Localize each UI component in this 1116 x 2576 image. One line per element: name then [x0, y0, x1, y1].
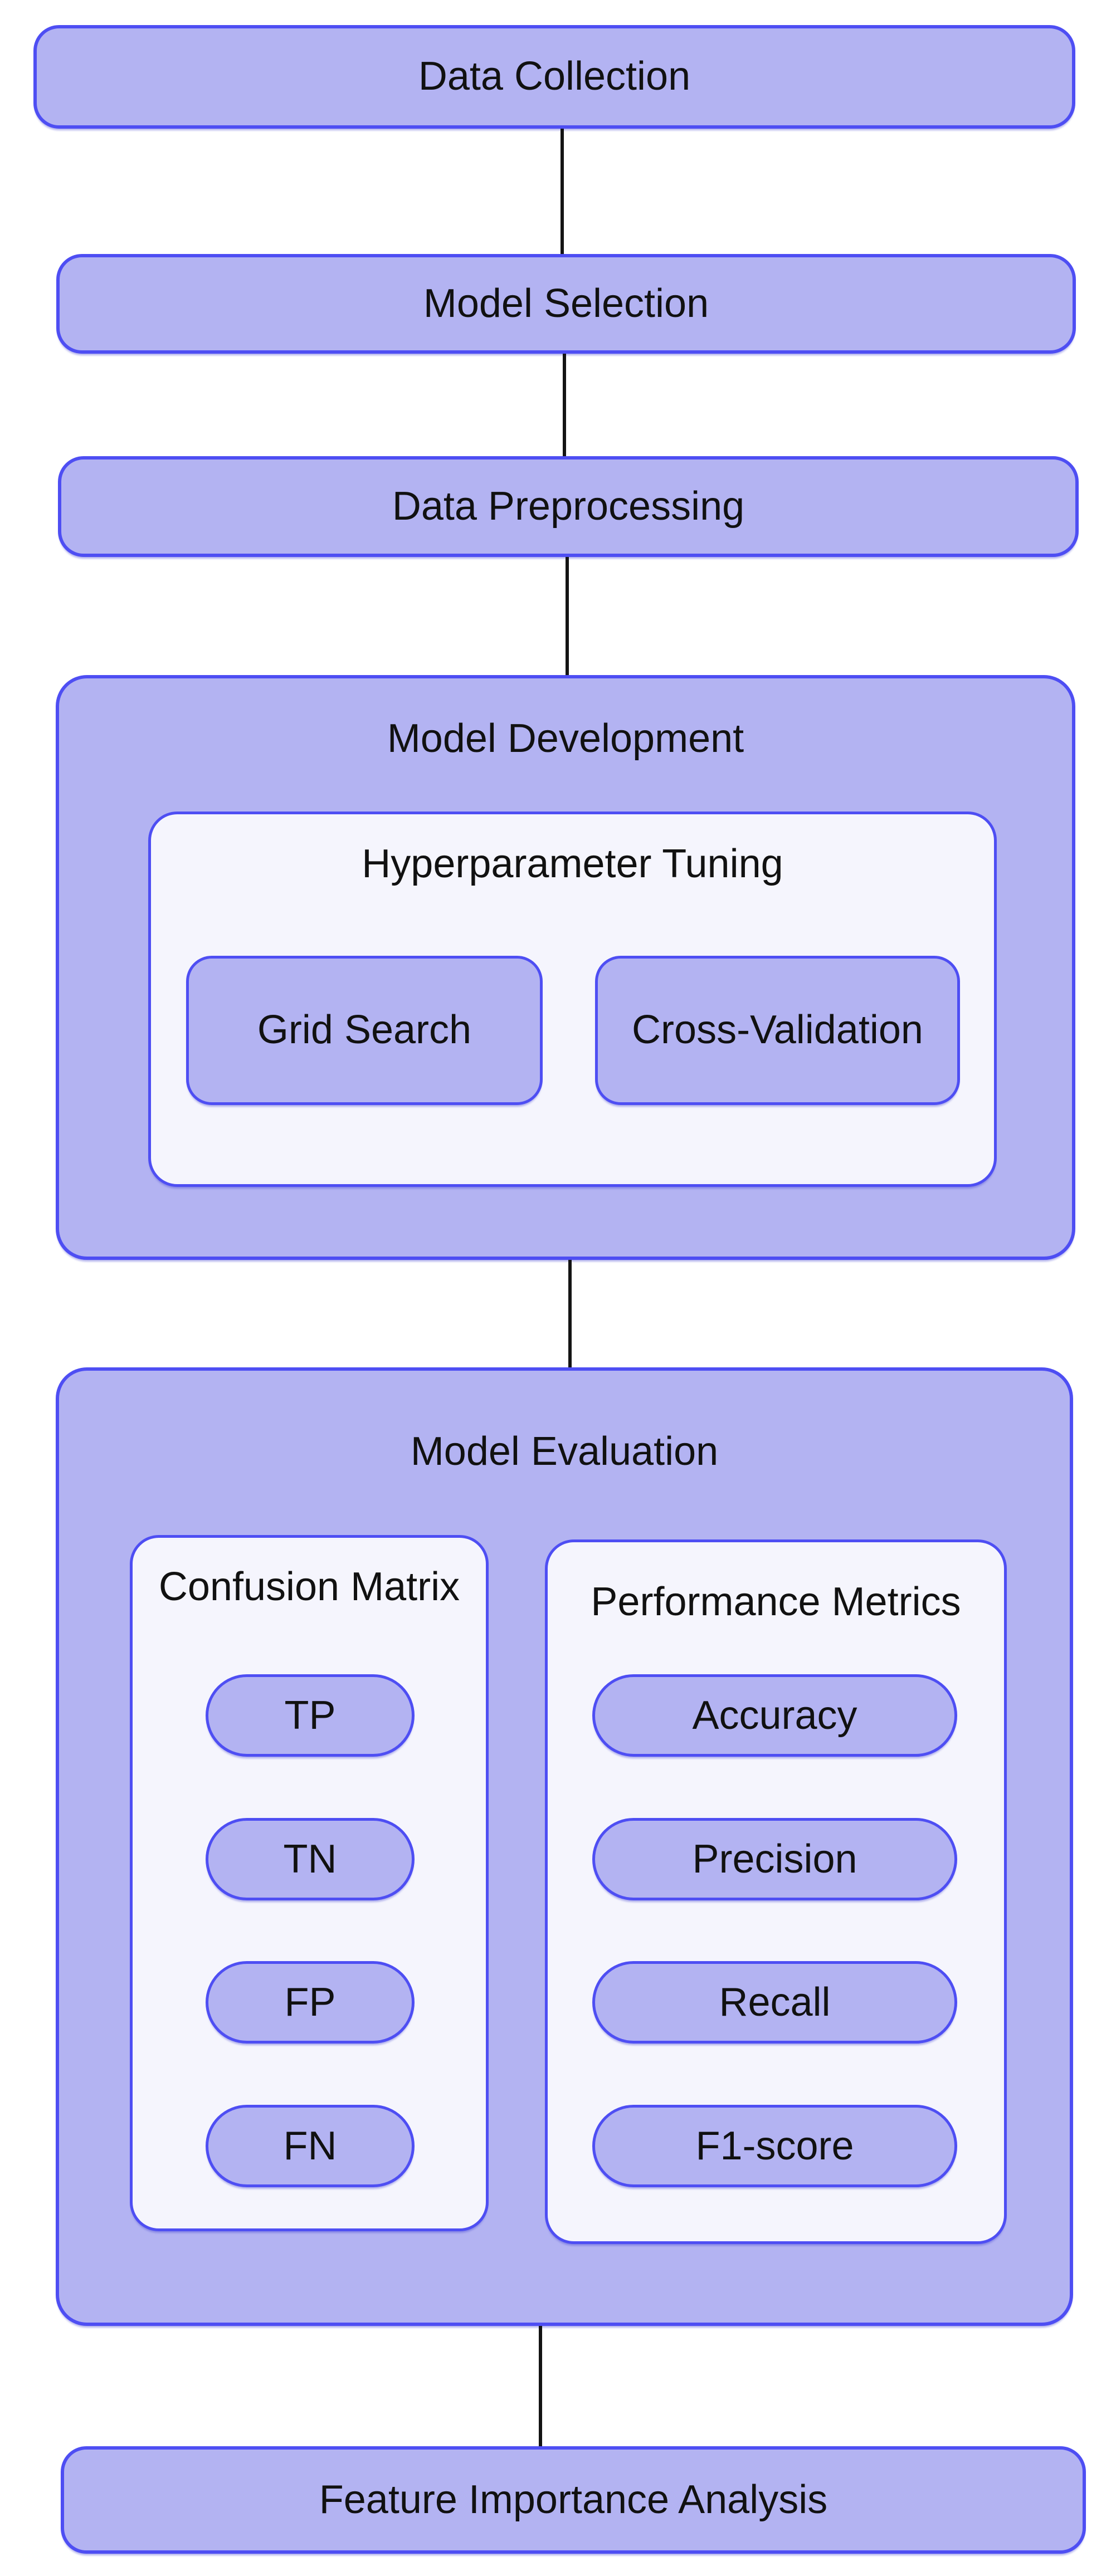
node-feature-importance-analysis-label: Feature Importance Analysis	[319, 2477, 828, 2522]
node-data-preprocessing: Data Preprocessing	[58, 456, 1079, 557]
container-performance-metrics-title: Performance Metrics	[591, 1580, 961, 1624]
node-feature-importance-analysis: Feature Importance Analysis	[61, 2446, 1086, 2554]
edge-selection-to-preprocessing	[563, 354, 566, 456]
node-data-collection-label: Data Collection	[418, 54, 691, 99]
node-fp: FP	[206, 1961, 415, 2044]
container-model-development: Model Development Hyperparameter Tuning …	[56, 675, 1075, 1260]
node-data-collection: Data Collection	[33, 25, 1075, 129]
node-fp-label: FP	[284, 1980, 336, 2025]
container-model-evaluation-title: Model Evaluation	[410, 1429, 719, 1474]
node-f1-score: F1-score	[592, 2105, 957, 2187]
node-precision-label: Precision	[692, 1837, 857, 1881]
container-confusion-matrix-title: Confusion Matrix	[158, 1565, 460, 1609]
node-tn: TN	[206, 1818, 415, 1900]
container-model-development-title: Model Development	[387, 716, 744, 761]
node-accuracy: Accuracy	[592, 1674, 957, 1757]
node-cross-validation: Cross-Validation	[595, 956, 960, 1105]
node-grid-search-label: Grid Search	[257, 1008, 472, 1053]
node-recall-label: Recall	[719, 1980, 831, 2025]
node-cross-validation-label: Cross-Validation	[632, 1008, 923, 1053]
node-model-selection-label: Model Selection	[423, 281, 709, 326]
node-grid-search: Grid Search	[186, 956, 543, 1105]
edge-collection-to-selection	[561, 129, 564, 254]
node-tp: TP	[206, 1674, 415, 1757]
container-hyperparameter-tuning-title: Hyperparameter Tuning	[362, 842, 783, 886]
node-f1-score-label: F1-score	[695, 2124, 854, 2168]
node-recall: Recall	[592, 1961, 957, 2044]
node-model-selection: Model Selection	[56, 254, 1076, 354]
node-tp-label: TP	[284, 1693, 336, 1738]
node-precision: Precision	[592, 1818, 957, 1900]
edge-evaluation-to-feature-importance	[539, 2326, 542, 2446]
container-confusion-matrix: Confusion Matrix TP TN FP FN	[130, 1535, 489, 2231]
container-performance-metrics: Performance Metrics Accuracy Precision R…	[545, 1539, 1007, 2244]
node-fn-label: FN	[283, 2124, 337, 2168]
edge-preprocessing-to-development	[566, 557, 569, 675]
node-data-preprocessing-label: Data Preprocessing	[392, 483, 745, 529]
node-fn: FN	[206, 2105, 415, 2187]
node-tn-label: TN	[283, 1837, 337, 1881]
container-model-evaluation: Model Evaluation Confusion Matrix TP TN …	[56, 1367, 1073, 2326]
container-hyperparameter-tuning: Hyperparameter Tuning Grid Search Cross-…	[148, 812, 997, 1187]
edge-development-to-evaluation	[568, 1260, 572, 1367]
node-accuracy-label: Accuracy	[692, 1693, 857, 1738]
